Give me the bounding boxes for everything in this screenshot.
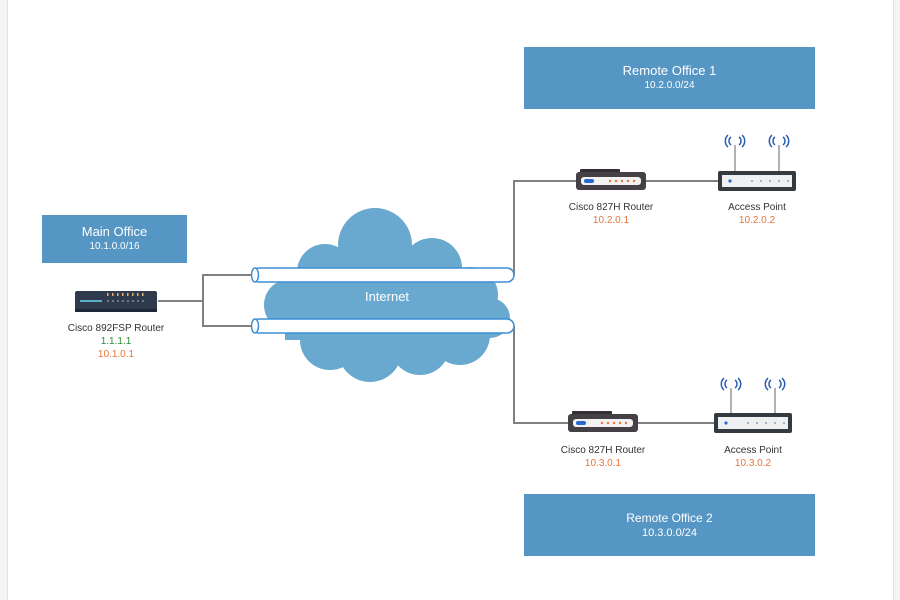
office-title: Remote Office 1 [622,63,717,78]
main-router-label: Cisco 892FSP Router 1.1.1.1 10.1.0.1 [68,322,165,361]
internet-label: Internet [364,289,410,304]
office-title: Remote Office 2 [626,511,713,525]
private-ip: 10.1.0.1 [97,349,135,360]
device-name: Access Point [728,202,786,213]
router-icon[interactable] [568,411,638,432]
r2-router-label: Cisco 827H Router 10.3.0.1 [561,444,645,470]
office-subnet: 10.3.0.0/24 [641,527,698,539]
device-ip: 10.2.0.1 [592,215,630,226]
device-name: Cisco 827H Router [560,445,646,456]
link-main-tunnel-2 [202,301,252,327]
device-ip: 10.3.0.2 [734,458,772,469]
link-main-tunnel-1 [202,274,252,301]
office-title: Main Office [81,224,148,239]
vpn-tunnel-2 [250,318,515,334]
r1-router-label: Cisco 827H Router 10.2.0.1 [569,201,653,227]
router-icon[interactable] [75,291,157,312]
access-point-icon[interactable] [714,377,792,433]
remote-office-2-box[interactable]: Remote Office 2 10.3.0.0/24 [524,494,815,556]
device-ip: 10.2.0.2 [738,215,776,226]
link-tunnel-2-r2-router [513,326,568,424]
r1-ap-label: Access Point 10.2.0.2 [728,201,786,227]
remote-office-1-box[interactable]: Remote Office 1 10.2.0.0/24 [524,47,815,109]
r2-ap-label: Access Point 10.3.0.2 [724,444,782,470]
router-icon[interactable] [576,169,646,190]
device-ip: 10.3.0.1 [584,458,622,469]
device-name: Access Point [724,445,782,456]
public-ip: 1.1.1.1 [100,336,132,347]
device-name: Cisco 827H Router [568,202,654,213]
access-point-icon[interactable] [718,134,796,191]
link-tunnel-1-r1-router [513,180,576,275]
vpn-tunnel-1 [250,267,515,283]
wifi-signal-icon [720,377,786,391]
office-subnet: 10.2.0.0/24 [644,80,695,91]
main-office-box[interactable]: Main Office 10.1.0.0/16 [42,215,187,263]
wifi-signal-icon [724,134,790,148]
device-name: Cisco 892FSP Router [67,323,165,334]
office-subnet: 10.1.0.0/16 [89,241,140,252]
